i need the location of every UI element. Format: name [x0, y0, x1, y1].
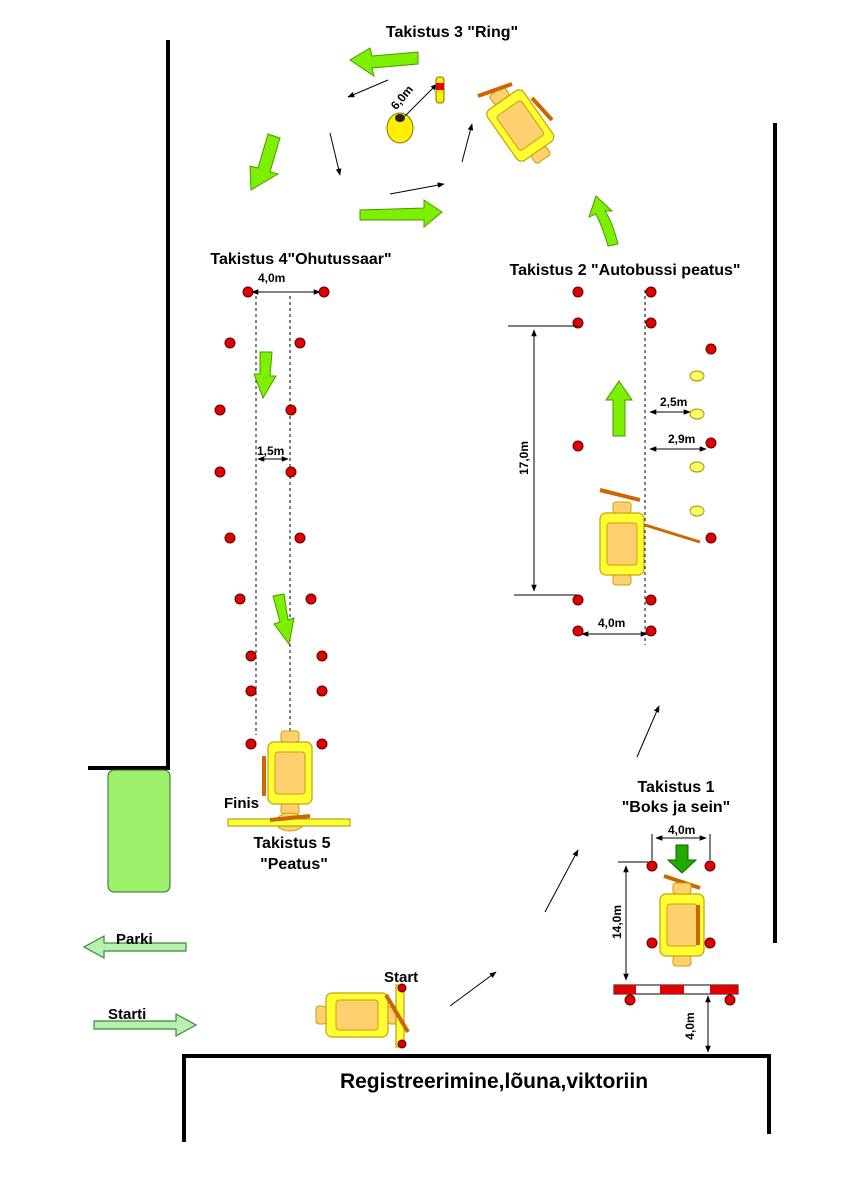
ring-radius-label: 6,0m — [388, 82, 416, 112]
cone — [245, 685, 257, 697]
route-arrow-icon — [389, 182, 445, 195]
marker-post — [689, 408, 705, 420]
obstacle-3-title: Takistus 3 "Ring" — [386, 24, 518, 41]
cone — [224, 532, 236, 544]
t1-wall-board — [663, 874, 701, 890]
cone — [705, 343, 717, 355]
t4-direction-arrow-icon — [253, 351, 277, 400]
finish-label: Finis — [224, 795, 259, 812]
parking-arrow-icon — [82, 934, 187, 960]
obstacle-4-title: Takistus 4"Ohutussaar" — [210, 251, 391, 268]
boundary-walls — [88, 40, 777, 1142]
cone — [645, 594, 657, 606]
t2-exit-arrow-icon — [588, 195, 619, 247]
marker-post — [689, 505, 705, 517]
t4-inner-label: 1,5m — [257, 444, 284, 458]
cone — [318, 286, 330, 298]
start-blade — [384, 993, 410, 1034]
cone — [285, 404, 297, 416]
t1-width-label: 4,0m — [668, 823, 695, 837]
cone — [242, 286, 254, 298]
cone — [294, 337, 306, 349]
cone — [214, 466, 226, 478]
cone — [294, 532, 306, 544]
route-arrow-icon — [636, 705, 660, 758]
cone — [624, 994, 636, 1006]
cone — [316, 650, 328, 662]
start-label: Start — [384, 969, 418, 986]
cone — [572, 625, 584, 637]
marker-post — [689, 461, 705, 473]
cone — [572, 286, 584, 298]
ring-arrow-icon — [349, 47, 419, 78]
cone — [245, 738, 257, 750]
cone — [305, 593, 317, 605]
obstacle-5: Finis Takistus 5 "Peatus" — [224, 730, 351, 873]
obstacle-1: Takistus 1 "Boks ja sein" 4,0m 14,0m 4,0… — [610, 779, 739, 1053]
cone — [245, 650, 257, 662]
obstacle-5-title: Takistus 5 — [253, 835, 330, 852]
obstacle-4: Takistus 4"Ohutussaar" 4,0m 1,5m — [210, 251, 392, 735]
t2-gap2-label: 2,9m — [668, 432, 695, 446]
obstacle-1-title: Takistus 1 — [637, 779, 714, 796]
cone — [234, 593, 246, 605]
route-arrow-icon — [347, 79, 389, 98]
obstacle-3: Takistus 3 "Ring" 6,0m — [249, 24, 563, 229]
route-arrow-icon — [329, 132, 342, 176]
cone — [572, 594, 584, 606]
obstacle-1-subtitle: "Boks ja sein" — [622, 799, 731, 816]
obstacle-2-title: Takistus 2 "Autobussi peatus" — [510, 262, 741, 279]
route-arrow-icon — [461, 123, 474, 163]
to-start-arrow-icon — [93, 1012, 198, 1038]
t2-width-label: 4,0m — [598, 616, 625, 630]
t5-vehicle-icon — [267, 730, 313, 815]
t1-length-label: 14,0m — [610, 905, 624, 939]
cone — [316, 738, 328, 750]
obstacle-2: Takistus 2 "Autobussi peatus" 2,5m 2,9m — [508, 195, 741, 645]
cone — [645, 317, 657, 329]
t2-vehicle-icon — [599, 501, 645, 586]
cone — [214, 404, 226, 416]
cone — [646, 860, 658, 872]
t4-direction-arrow-icon — [272, 593, 295, 646]
cone — [705, 437, 717, 449]
marker-post — [689, 370, 705, 382]
t2-length-label: 17,0m — [517, 441, 531, 475]
parking-label: Parki — [116, 931, 153, 948]
cone — [285, 466, 297, 478]
cone — [645, 625, 657, 637]
t2-direction-arrow-icon — [605, 380, 633, 437]
cone — [704, 860, 716, 872]
route-arrow-icon — [544, 849, 579, 913]
ring-radius-dimension — [404, 83, 438, 117]
obstacle-5-subtitle: "Peatus" — [260, 856, 328, 873]
cone — [705, 532, 717, 544]
parking-area — [107, 769, 171, 893]
t2-gap1-label: 2,5m — [660, 395, 687, 409]
cone — [572, 440, 584, 452]
route-arrows — [329, 79, 660, 1007]
cone — [316, 685, 328, 697]
t1-to-wall-label: 4,0m — [683, 1012, 697, 1039]
cone — [646, 937, 658, 949]
building-outline — [182, 1054, 771, 1142]
ring-arrow-icon — [359, 199, 443, 229]
cone — [724, 994, 736, 1006]
building-label: Registreerimine,lõuna,viktoriin — [340, 1070, 648, 1093]
ring-center-pole — [386, 112, 414, 144]
cone — [645, 286, 657, 298]
to-start-label: Starti — [108, 1006, 146, 1023]
start-cone — [397, 1039, 407, 1049]
route-arrow-icon — [449, 971, 497, 1007]
cone — [224, 337, 236, 349]
cone — [704, 937, 716, 949]
t4-width-label: 4,0m — [258, 271, 285, 285]
start-cone — [397, 983, 407, 993]
ring-arrow-icon — [249, 133, 281, 191]
t1-entry-arrow-icon — [666, 844, 698, 874]
